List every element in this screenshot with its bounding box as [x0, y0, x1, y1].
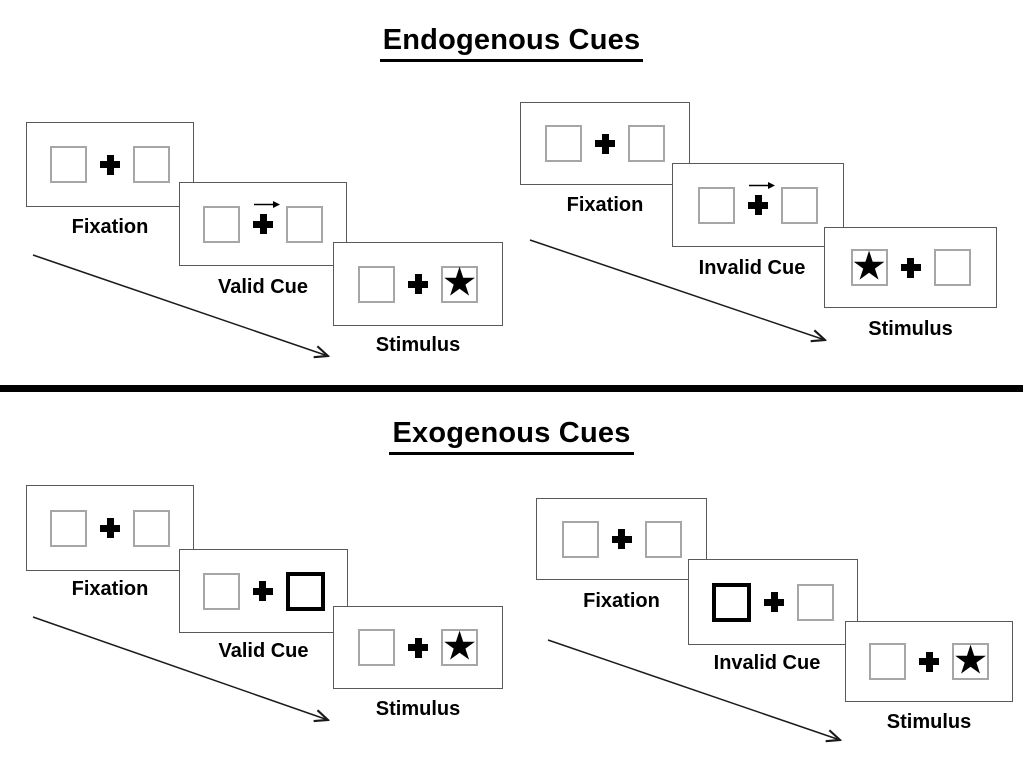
central-fixation: [100, 154, 120, 175]
left-placeholder-box: ★: [850, 243, 888, 288]
fixation-cross-icon: [764, 592, 784, 612]
left-placeholder-box: [698, 186, 735, 224]
panel-stimulus: ★: [333, 242, 503, 326]
panel-invalid-cue: [688, 559, 858, 645]
timeline-arrow: [529, 239, 825, 340]
left-placeholder-box: [561, 520, 599, 558]
panel-label-stimulus: Stimulus: [375, 334, 461, 356]
right-placeholder-box: [781, 186, 818, 224]
left-placeholder-box: [358, 265, 395, 303]
left-placeholder-box: [202, 572, 240, 610]
central-fixation: [100, 518, 120, 538]
right-cue-highlight-box: [285, 571, 325, 611]
section-title-text: Exogenous Cues: [389, 417, 634, 455]
left-placeholder-box: [203, 205, 240, 243]
right-placeholder-box: ★: [952, 637, 989, 682]
central-fixation: [408, 274, 428, 294]
panel-fixation: [26, 122, 194, 207]
fixation-cross-icon: [611, 529, 632, 549]
star-stimulus-icon: ★: [851, 243, 887, 288]
panel-fixation: [520, 102, 690, 185]
left-placeholder-box: [545, 125, 582, 162]
right-placeholder-box: [933, 249, 971, 286]
panel-stimulus: ★: [333, 606, 503, 689]
timeline-arrow: [32, 254, 328, 356]
section-divider: [0, 385, 1023, 392]
right-placeholder-box: ★: [441, 623, 478, 668]
right-placeholder-box: [133, 509, 170, 547]
right-placeholder-box: [286, 205, 323, 243]
panel-label-stimulus: Stimulus: [375, 698, 461, 720]
right-placeholder-box: [644, 520, 682, 558]
cue-arrow-icon: [254, 201, 280, 208]
panel-label-valid-cue: Valid Cue: [218, 640, 309, 662]
central-fixation: [595, 133, 615, 154]
left-cue-highlight-box: [712, 582, 751, 622]
panel-stimulus: ★: [845, 621, 1013, 702]
fixation-cross-icon: [100, 518, 120, 538]
panel-valid-cue: [179, 549, 348, 633]
central-fixation: [408, 637, 428, 658]
fixation-cross-icon: [919, 651, 939, 672]
panel-label-stimulus: Stimulus: [886, 711, 972, 733]
left-placeholder-box: [358, 629, 395, 666]
central-cue: [748, 182, 775, 215]
central-fixation: [919, 651, 939, 672]
section-title-text: Endogenous Cues: [379, 24, 644, 62]
panel-label-stimulus: Stimulus: [868, 318, 953, 340]
panel-fixation: [536, 498, 707, 580]
fixation-cross-icon: [252, 581, 273, 601]
central-fixation: [611, 529, 632, 549]
fixation-cross-icon: [900, 257, 921, 278]
star-stimulus-icon: ★: [952, 637, 989, 682]
right-placeholder-box: [628, 125, 665, 162]
left-placeholder-box: [50, 146, 87, 183]
fixation-cross-icon: [408, 274, 428, 294]
section-title-exogenous: Exogenous Cues: [0, 417, 1023, 455]
fixation-cross-icon: [100, 154, 120, 175]
section-title-endogenous: Endogenous Cues: [0, 24, 1023, 62]
panel-label-invalid-cue: Invalid Cue: [713, 652, 821, 674]
left-placeholder-box: [50, 509, 87, 547]
panel-label-fixation: Fixation: [71, 578, 149, 600]
star-stimulus-icon: ★: [441, 260, 478, 305]
fixation-cross-icon: [408, 637, 428, 658]
fixation-cross-icon: [253, 214, 273, 234]
panel-valid-cue: [179, 182, 347, 266]
right-placeholder-box: [797, 583, 834, 621]
central-fixation: [252, 581, 273, 601]
panel-label-fixation: Fixation: [566, 194, 644, 216]
fixation-cross-icon: [595, 133, 615, 154]
right-placeholder-box: [133, 146, 170, 183]
panel-label-valid-cue: Valid Cue: [217, 276, 309, 298]
central-fixation: [764, 592, 784, 612]
central-fixation: [900, 257, 921, 278]
panel-invalid-cue: [672, 163, 844, 247]
panel-label-fixation: Fixation: [71, 216, 149, 238]
star-stimulus-icon: ★: [441, 623, 478, 668]
fixation-cross-icon: [748, 195, 768, 215]
left-placeholder-box: [869, 643, 906, 680]
central-cue: [253, 201, 280, 234]
panel-label-fixation: Fixation: [583, 590, 660, 612]
cue-arrow-icon: [749, 182, 775, 189]
panel-stimulus: ★: [824, 227, 997, 308]
right-placeholder-box: ★: [441, 262, 478, 303]
panel-fixation: [26, 485, 194, 571]
panel-label-invalid-cue: Invalid Cue: [698, 257, 806, 279]
